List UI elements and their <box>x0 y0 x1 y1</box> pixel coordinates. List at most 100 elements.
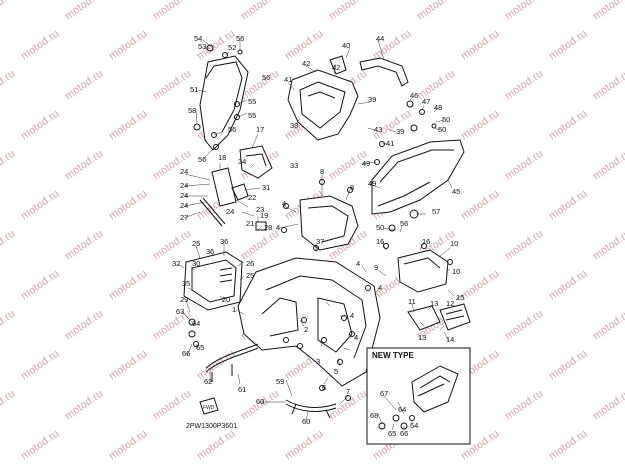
part-label: 37 <box>316 237 324 246</box>
part-label: 52 <box>228 43 236 52</box>
watermark-text: motod.ru <box>547 268 589 303</box>
part-inner-panel-center <box>299 195 359 251</box>
part-label: 4 <box>276 223 280 232</box>
watermark-text: motod.ru <box>151 308 193 343</box>
part-label: 30 <box>192 259 200 268</box>
part-label: 17 <box>256 125 264 134</box>
watermark-text: motod.ru <box>19 28 61 63</box>
part-label: 15 <box>456 293 464 302</box>
part-label: 6 <box>322 383 326 392</box>
new-type-label: NEW TYPE <box>372 351 414 360</box>
watermark-text: motod.ru <box>415 0 457 22</box>
diagram-code: 2PW1300P3601 <box>186 423 237 430</box>
watermark-text: motod.ru <box>283 428 325 463</box>
part-label: 26 <box>246 259 254 268</box>
watermark-text: motod.ru <box>503 0 545 22</box>
part-label: 53 <box>198 42 206 51</box>
watermark-text: motod.ru <box>63 68 105 103</box>
watermark-text: motod.ru <box>63 148 105 183</box>
part-label: 42 <box>332 63 340 72</box>
part-label: 35 <box>182 279 190 288</box>
watermark-text: motod.ru <box>63 388 105 423</box>
part-label: 62 <box>204 377 212 386</box>
watermark-text: motod.ru <box>107 108 149 143</box>
watermark-text: motod.ru <box>19 108 61 143</box>
watermark-text: motod.ru <box>0 228 17 263</box>
part-label: 66 <box>400 429 408 438</box>
part-label: 56 <box>262 73 270 82</box>
part-label: 13 <box>430 299 438 308</box>
part-leg-shield <box>237 257 381 387</box>
part-label: 54 <box>194 34 202 43</box>
watermark-text: motod.ru <box>151 68 193 103</box>
part-label: 56 <box>228 125 236 134</box>
part-label: 46 <box>410 91 418 100</box>
part-label: 29 <box>180 295 188 304</box>
watermark-text: motod.ru <box>503 68 545 103</box>
part-label: 11 <box>408 297 416 306</box>
part-label: 27 <box>180 213 188 222</box>
part-label: 20 <box>222 295 230 304</box>
part-stay-bottom-center <box>285 399 337 419</box>
part-label: 23 <box>256 205 264 214</box>
watermark-text: motod.ru <box>107 28 149 63</box>
part-label: 55 <box>248 97 256 106</box>
part-label: 56 <box>400 219 408 228</box>
watermark-text: motod.ru <box>591 388 625 423</box>
part-label: 24 <box>180 167 188 176</box>
watermark-text: motod.ru <box>591 308 625 343</box>
part-label: 5 <box>334 367 338 376</box>
part-label: 24 <box>180 181 188 190</box>
part-label: 42 <box>302 59 310 68</box>
watermark-text: motod.ru <box>0 148 17 183</box>
part-label: 9 <box>374 263 378 272</box>
part-label: 12 <box>446 299 454 308</box>
part-meter-panel-left <box>199 145 273 231</box>
part-label: 28 <box>264 223 272 232</box>
part-label: 67 <box>380 389 388 398</box>
watermark-text: motod.ru <box>459 28 501 63</box>
watermark-text: motod.ru <box>19 348 61 383</box>
part-label: 39 <box>396 127 404 136</box>
part-label: 44 <box>376 34 384 43</box>
part-label: 65 <box>388 429 396 438</box>
part-label: 4 <box>354 333 358 342</box>
part-label: 24 <box>226 207 234 216</box>
part-label: 13 <box>418 333 426 342</box>
part-label: 41 <box>284 75 292 84</box>
watermark-text: motod.ru <box>503 228 545 263</box>
watermark-text: motod.ru <box>591 68 625 103</box>
part-label: 21 <box>246 219 254 228</box>
part-label: 39 <box>368 95 376 104</box>
watermark-text: motod.ru <box>547 28 589 63</box>
part-label: 48 <box>434 103 442 112</box>
part-label: 1 <box>232 305 236 314</box>
part-label: 57 <box>432 207 440 216</box>
part-label: 7 <box>346 387 350 396</box>
part-label: 56 <box>236 34 244 43</box>
part-label: 50 <box>376 223 384 232</box>
part-label: 63 <box>176 307 184 316</box>
part-label: 10 <box>450 239 458 248</box>
part-side-cover-right <box>371 139 465 215</box>
watermark-text: motod.ru <box>547 188 589 223</box>
part-label: 64 <box>410 421 418 430</box>
part-label: 68 <box>370 411 378 420</box>
watermark-text: motod.ru <box>0 68 17 103</box>
part-label: 38 <box>290 121 298 130</box>
part-label: 47 <box>422 97 430 106</box>
part-label: 50 <box>442 115 450 124</box>
part-label: 50 <box>438 125 446 134</box>
watermark-text: motod.ru <box>0 388 17 423</box>
watermark-text: motod.ru <box>107 428 149 463</box>
part-label: 65 <box>196 343 204 352</box>
watermark-text: motod.ru <box>107 188 149 223</box>
watermark-text: motod.ru <box>459 268 501 303</box>
part-label: 18 <box>218 153 226 162</box>
watermark-text: motod.ru <box>547 428 589 463</box>
part-cable-bracket <box>329 55 409 87</box>
watermark-text: motod.ru <box>107 348 149 383</box>
part-stay-bottom-left <box>188 318 259 382</box>
watermark-text: motod.ru <box>547 348 589 383</box>
watermark-text: motod.ru <box>459 108 501 143</box>
